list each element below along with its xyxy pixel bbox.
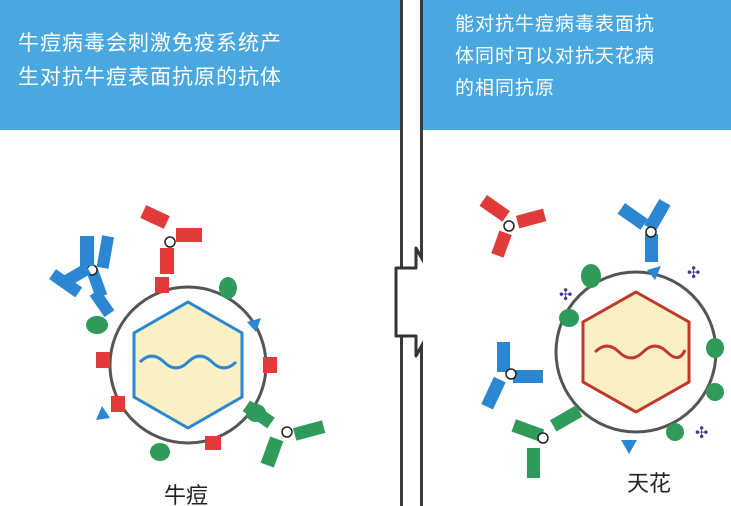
caption-line-1: 能对抗牛痘病毒表面抗 bbox=[455, 13, 656, 35]
blue-antibody-top bbox=[617, 199, 671, 262]
cowpox-virus-illustration bbox=[49, 205, 326, 468]
caption-line-1: 牛痘病毒会刺激免疫系统产 bbox=[18, 31, 282, 55]
caption-line-2: 体同时可以对抗天花病 bbox=[455, 45, 656, 67]
cowpox-panel: 牛痘病毒会刺激免疫系统产 生对抗牛痘表面抗原的抗体 bbox=[0, 0, 400, 506]
smallpox-panel: 能对抗牛痘病毒表面抗 体同时可以对抗天花病 的相同抗原 ✣ ✣ ✣ bbox=[423, 0, 731, 506]
panel-divider bbox=[400, 0, 423, 506]
cowpox-hexagon-core bbox=[132, 300, 244, 430]
cowpox-caption: 牛痘病毒会刺激免疫系统产 生对抗牛痘表面抗原的抗体 bbox=[0, 0, 400, 130]
cowpox-genome-squiggle bbox=[138, 354, 238, 370]
smallpox-genome-squiggle bbox=[593, 344, 687, 360]
smallpox-hexagon-core bbox=[581, 290, 691, 414]
green-antibody bbox=[242, 400, 326, 468]
caption-line-3: 的相同抗原 bbox=[455, 77, 556, 99]
red-antibody bbox=[140, 205, 202, 274]
caption-line-2: 生对抗牛痘表面抗原的抗体 bbox=[18, 65, 282, 89]
smallpox-virus-illustration: ✣ ✣ ✣ bbox=[479, 195, 724, 478]
svg-text:✣: ✣ bbox=[559, 285, 572, 304]
red-antibody bbox=[479, 195, 547, 258]
smallpox-caption: 能对抗牛痘病毒表面抗 体同时可以对抗天花病 的相同抗原 bbox=[423, 0, 731, 130]
green-antibody bbox=[511, 405, 583, 478]
blue-antibody-left bbox=[481, 342, 543, 410]
smallpox-label: 天花 bbox=[627, 472, 672, 497]
cowpox-label: 牛痘 bbox=[164, 484, 209, 506]
svg-text:✣: ✣ bbox=[695, 423, 708, 442]
svg-text:✣: ✣ bbox=[687, 263, 700, 282]
smallpox-surface-antigens: ✣ ✣ ✣ bbox=[559, 263, 724, 454]
